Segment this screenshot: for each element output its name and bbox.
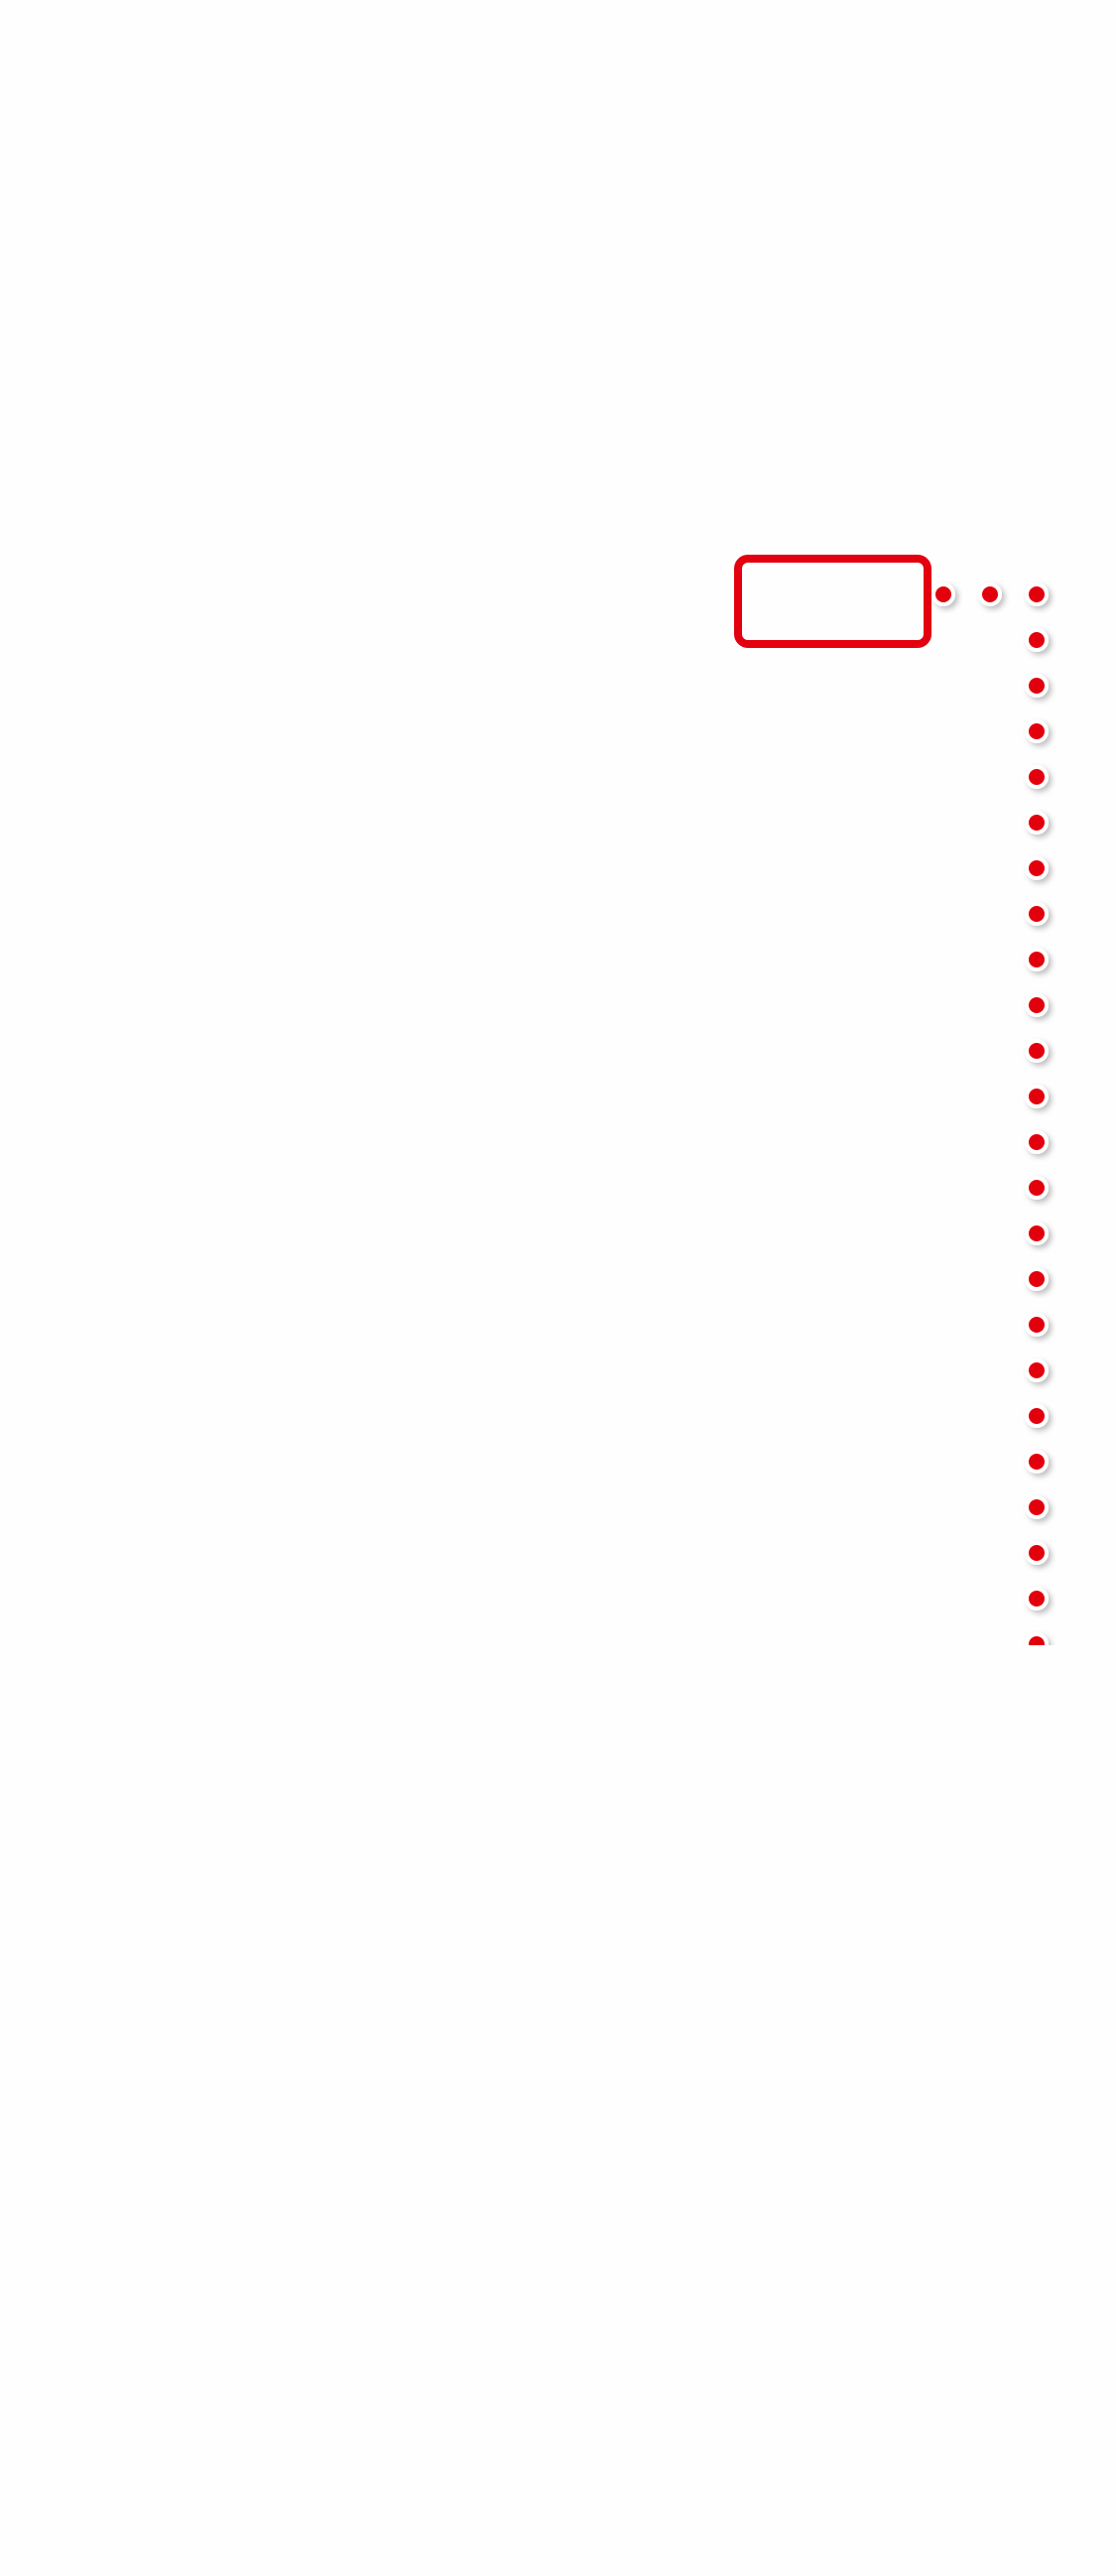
guide-dot-vertical bbox=[1025, 1358, 1049, 1382]
guide-dot-vertical bbox=[1025, 674, 1049, 698]
guide-dot-vertical bbox=[1025, 993, 1049, 1017]
guide-dot-vertical bbox=[1025, 1587, 1049, 1610]
guide-dot-vertical bbox=[1025, 1222, 1049, 1245]
guide-dot-horizontal bbox=[978, 582, 1002, 606]
guide-dot-vertical bbox=[1025, 1130, 1049, 1154]
guide-dot-vertical bbox=[1025, 1267, 1049, 1291]
guide-dot-vertical bbox=[1025, 719, 1049, 743]
guide-dot-vertical bbox=[1025, 1450, 1049, 1474]
guide-dot-vertical bbox=[1025, 811, 1049, 835]
guide-dot-vertical bbox=[1025, 1632, 1049, 1645]
guide-dot-vertical bbox=[1025, 1085, 1049, 1108]
guide-dot-vertical bbox=[1025, 1404, 1049, 1428]
guide-dot-vertical bbox=[1025, 765, 1049, 789]
guide-dot-vertical bbox=[1027, 1680, 1047, 1700]
guide-dot-vertical bbox=[1025, 1495, 1049, 1519]
guide-dot-vertical bbox=[1025, 1039, 1049, 1063]
guide-dot-vertical bbox=[1025, 628, 1049, 652]
guide-dot-vertical bbox=[1025, 1541, 1049, 1565]
guide-dot-horizontal bbox=[931, 582, 955, 606]
guide-dot-horizontal bbox=[1025, 582, 1049, 606]
highlight-target-box[interactable] bbox=[734, 555, 931, 648]
guide-dot-vertical bbox=[1025, 902, 1049, 926]
guide-dot-vertical bbox=[1025, 856, 1049, 880]
guide-dot-vertical bbox=[1025, 1313, 1049, 1337]
guide-dot-vertical bbox=[1025, 1176, 1049, 1200]
guide-dot-vertical bbox=[1025, 948, 1049, 971]
